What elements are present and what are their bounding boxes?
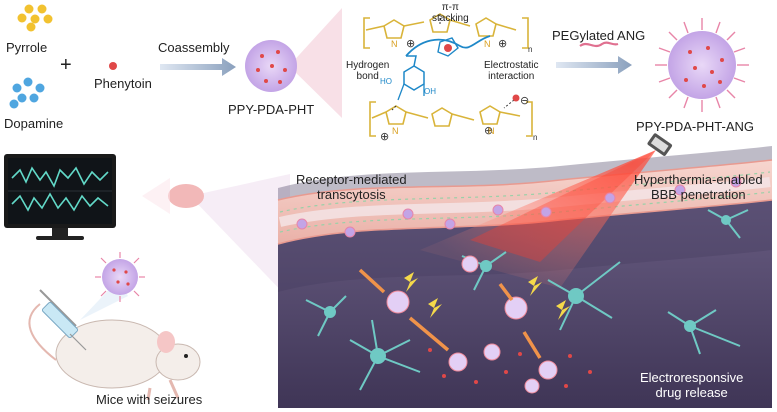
drug-release-nanoparticles [386, 255, 592, 394]
label-phenytoin: Phenytoin [94, 76, 152, 91]
label-dopamine: Dopamine [4, 116, 64, 131]
neurons [305, 209, 749, 391]
polymer-interactions [391, 14, 520, 111]
label-pyrrole: Pyrrole [6, 40, 48, 55]
label-pegylated-ang: PEGylated ANG [552, 28, 646, 43]
vessel-nanoparticles [296, 176, 742, 238]
injection-nanoparticle [95, 252, 145, 302]
label-coassembly: Coassembly [158, 40, 230, 55]
ppy-pda-pht-nanoparticle [245, 8, 342, 118]
label-hyperthermia: Hyperthermia-enabled BBB penetration [634, 172, 763, 202]
label-plus: + [60, 54, 72, 76]
ring-n-3: N [392, 126, 399, 136]
dopamine-molecules [9, 77, 45, 109]
plus-sign-2: ⊕ [498, 37, 507, 50]
label-hydrogen-bond: Hydrogen bond [346, 60, 390, 82]
brain [168, 184, 204, 208]
plus-sign-3: ⊕ [380, 130, 389, 143]
plus-sign-4: ⊕ [484, 124, 493, 137]
pyrrole-molecules [17, 4, 53, 32]
label-mice: Mice with seizures [96, 392, 203, 407]
label-ppy-pda-pht-ang: PPY-PDA-PHT-ANG [636, 119, 754, 134]
mouse [28, 303, 201, 401]
subscript-n-2: n [533, 133, 537, 142]
plus-sign-1: ⊕ [406, 37, 415, 50]
ppy-pda-pht-ang-nanoparticle [655, 18, 749, 112]
brain-zoom-cone [190, 174, 290, 300]
laser-beam [420, 150, 656, 288]
phenytoin-molecule [109, 62, 117, 70]
label-electrostatic: Electrostatic interaction [484, 60, 539, 82]
ring-n-2: N [484, 39, 491, 49]
laser-device [647, 133, 672, 156]
minus-sign: ⊖ [520, 94, 529, 107]
pegylation-arrow [556, 56, 632, 74]
label-ppy-pda-pht: PPY-PDA-PHT [228, 102, 315, 117]
ang-ligand [579, 41, 619, 48]
electric-bolts [404, 272, 570, 320]
ring-oh: OH [424, 87, 436, 96]
transport-arrows [358, 268, 542, 359]
ring-n-1: N [391, 39, 398, 49]
label-pi-stacking: π-π stacking [432, 2, 469, 24]
eeg-monitor [4, 154, 116, 240]
label-receptor-mediated: Receptor-mediated transcytosis [296, 172, 407, 202]
label-electroresponsive: Electroresponsive drug release [640, 370, 744, 400]
polymer-structure [363, 13, 533, 137]
subscript-n-1: n [528, 45, 532, 54]
ring-ho: HO [380, 77, 392, 86]
coassembly-arrow [160, 58, 236, 76]
ring-n-4: N [488, 126, 495, 136]
